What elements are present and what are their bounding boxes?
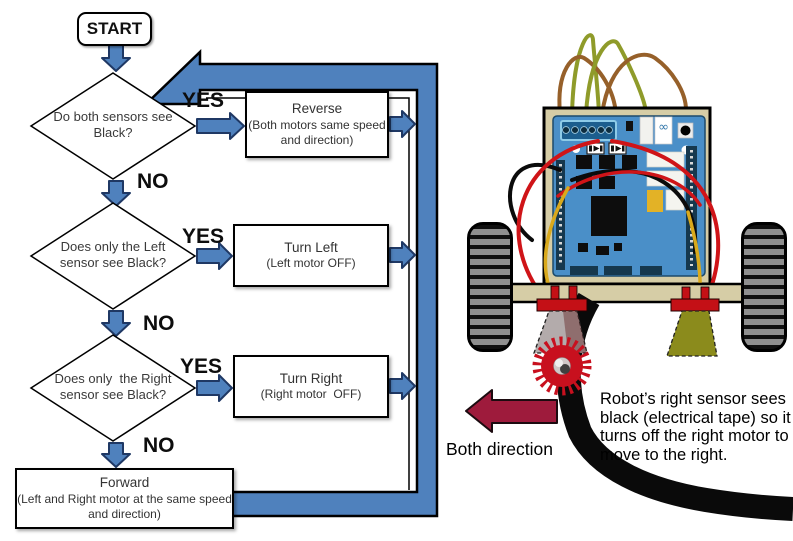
jumper-wires-top	[557, 33, 688, 116]
board-slot	[626, 121, 633, 131]
action-title: Turn Left	[284, 239, 338, 255]
arrow-yes-d3	[196, 374, 233, 402]
decision-diamond-2	[29, 202, 197, 310]
decision-diamond-1	[29, 72, 197, 180]
robot-illustration: ∞	[465, 33, 793, 521]
action-box-forward: Forward (Left and Right motor at the sam…	[15, 468, 234, 529]
pin-headers	[556, 146, 697, 275]
caption-line: turns off the right motor to	[600, 427, 789, 445]
start-label: START	[86, 19, 143, 38]
decision-3-text: Does only the Right sensor see Black?	[54, 371, 172, 402]
action-box-reverse: Reverse (Both motors same speed and dire…	[245, 91, 389, 158]
detection-starburst-icon	[532, 336, 592, 396]
decision-diamond-3	[29, 334, 197, 442]
both-direction-arrow	[465, 389, 558, 433]
action-title: Reverse	[291, 101, 343, 117]
decision-diamonds	[29, 72, 197, 442]
arduino-infinity-logo: ∞	[658, 120, 669, 135]
wire-red-1	[516, 139, 600, 299]
right-line-sensor	[666, 286, 720, 357]
arrow-d3-to-forward	[101, 442, 131, 468]
yes-label-2: YES	[182, 225, 225, 248]
action-subtitle: (Left motor OFF)	[266, 256, 356, 271]
action-title: Forward	[99, 475, 150, 491]
right-wheel	[741, 222, 787, 352]
terminal-screws	[562, 126, 613, 134]
decision-2-text: Does only the Left sensor see Black?	[59, 239, 167, 270]
arrow-yes-d2	[196, 242, 233, 270]
caption-line: Robot’s right sensor sees	[600, 390, 786, 408]
wire-olive-2	[584, 39, 648, 116]
wire-red-2	[610, 139, 721, 300]
wire-brown-1	[557, 54, 618, 116]
wire-black-1	[508, 162, 562, 242]
action-box-turn-left: Turn Left (Left motor OFF)	[233, 224, 389, 287]
arrow-start-to-d1	[101, 43, 131, 72]
yes-label-1: YES	[182, 89, 225, 112]
action-subtitle: (Right motor OFF)	[260, 387, 362, 402]
arrow-reverse-to-loop	[389, 110, 416, 138]
no-label-3: NO	[143, 434, 175, 457]
arrow-d2-to-d3	[101, 310, 131, 337]
no-label-1: NO	[137, 170, 169, 193]
decision-1-text: Do both sensors see Black?	[53, 109, 173, 140]
arrow-yes-d1	[196, 112, 245, 140]
arduino-logo-box	[654, 116, 673, 145]
yes-label-3: YES	[180, 355, 223, 378]
left-wheel	[467, 222, 513, 352]
start-terminator: START	[77, 12, 152, 46]
flow-arrows	[101, 43, 416, 468]
caption-line: black (electrical tape) so it	[600, 408, 791, 427]
caption-text: Robot’s right sensor sees black (electri…	[600, 390, 791, 464]
action-title: Turn Right	[279, 370, 343, 386]
both-direction-label: Both direction	[446, 439, 554, 459]
wire-brown-2	[600, 52, 688, 116]
caption-line: move to the right.	[600, 445, 728, 464]
action-subtitle: (Left and Right motor at the same speed …	[17, 491, 232, 521]
action-subtitle: (Both motors same speed and direction)	[248, 117, 386, 147]
wire-olive-1	[570, 33, 601, 116]
no-label-2: NO	[143, 312, 175, 335]
arrow-turnright-to-loop	[389, 372, 416, 400]
right-sensor-cone	[666, 310, 718, 357]
reset-button	[680, 125, 691, 136]
action-box-turn-right: Turn Right (Right motor OFF)	[233, 355, 389, 418]
arrow-turnleft-to-loop	[389, 241, 416, 269]
board-sticker	[639, 116, 654, 145]
wire-red-3	[556, 170, 702, 207]
arrow-d1-to-d2	[101, 180, 131, 207]
